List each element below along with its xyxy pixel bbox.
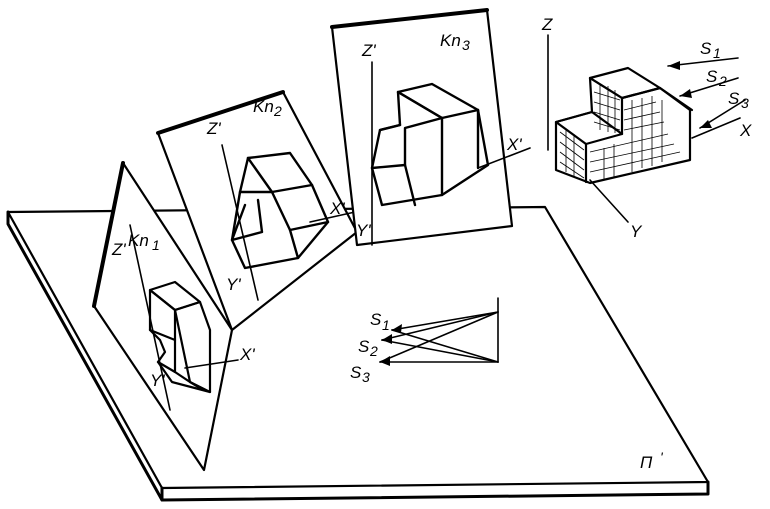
plane-sub-kn2: 2 <box>273 103 282 119</box>
z-axis-label-kn2: Z' <box>206 119 221 138</box>
plane-kn3 <box>330 8 531 247</box>
x-axis-kn1 <box>184 359 239 369</box>
ground-direction-sub-s3: 3 <box>362 369 370 385</box>
object-projection-kn2 <box>230 151 330 270</box>
z-axis-label-kn3: Z' <box>361 41 376 60</box>
z-axis-kn2 <box>221 144 259 301</box>
plane-name-kn2: Kn <box>253 97 274 116</box>
plane-sub-kn1: 1 <box>152 237 160 253</box>
x-axis-kn2 <box>309 211 356 223</box>
ground-plane-label: Π <box>640 453 653 472</box>
z-axis-label: Z <box>541 15 553 34</box>
x-axis-label-kn3: X' <box>506 135 522 154</box>
direction-sub-s3: 3 <box>741 95 749 111</box>
object-projection-kn3 <box>370 82 490 207</box>
y-axis-label-kn1: Y' <box>150 371 165 390</box>
direction-label-s2: S <box>706 67 718 86</box>
arrow-head <box>392 324 402 333</box>
arrow-head <box>380 356 390 366</box>
ground-plane-sub: ' <box>660 449 664 465</box>
ground-direction-sub-s2: 2 <box>369 343 378 359</box>
x-axis-label-kn2: X' <box>329 199 345 218</box>
x-axis <box>691 117 741 139</box>
direction-label-s3: S <box>728 89 740 108</box>
plane-name-kn1: Kn <box>128 231 149 250</box>
direction-sub-s1: 1 <box>713 45 721 61</box>
direction-label-s1: S <box>700 39 712 58</box>
object-3d <box>547 34 746 223</box>
plane-sub-kn3: 3 <box>462 37 470 53</box>
x-axis-label: X <box>739 121 752 140</box>
x-axis-label-kn1: X' <box>239 345 255 364</box>
object-projection-kn1 <box>148 280 212 394</box>
direction-sub-s2: 2 <box>718 73 727 89</box>
ground-direction-sub-s1: 1 <box>382 317 390 333</box>
y-axis-label-kn3: Y' <box>356 221 371 240</box>
y-axis <box>589 179 629 223</box>
ground-direction-label-s2: S <box>358 337 370 356</box>
ground-direction-label-s3: S <box>350 363 362 382</box>
ground-direction-label-s1: S <box>370 310 382 329</box>
plane-kn1 <box>92 161 239 472</box>
arrow-head <box>382 334 392 344</box>
plane-name-kn3: Kn <box>440 31 461 50</box>
y-axis-label-kn2: Y' <box>226 275 241 294</box>
direction-lines-ground <box>379 297 499 366</box>
y-axis-label: Y <box>630 222 643 241</box>
z-axis-label-kn1: Z' <box>111 240 126 259</box>
